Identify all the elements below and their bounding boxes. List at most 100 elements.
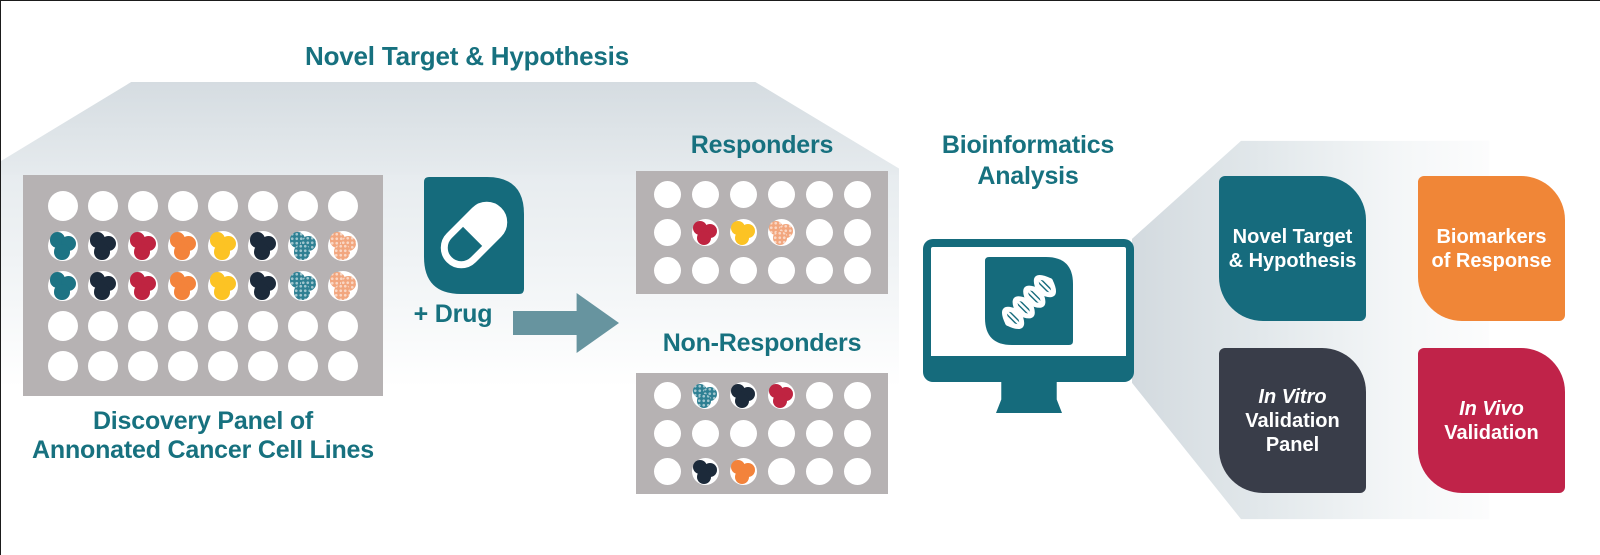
well-empty — [48, 310, 78, 341]
well-empty — [805, 257, 833, 284]
pill-capsule-icon — [424, 177, 524, 299]
bioinformatics-label: Bioinformatics Analysis — [919, 130, 1137, 192]
computer-monitor-icon — [923, 239, 1134, 382]
tile-label-line: Biomarkers — [1436, 225, 1547, 248]
well-empty — [328, 310, 358, 341]
discovery-caption: Discovery Panel of Annonated Cancer Cell… — [23, 407, 383, 465]
cell-cluster — [692, 382, 719, 409]
non-responders-label: Non-Responders — [662, 329, 862, 357]
cell-cluster — [88, 231, 118, 261]
tile-label-line: Novel Target — [1232, 225, 1353, 248]
cell-cluster — [768, 219, 795, 246]
well-tealDot — [288, 270, 318, 301]
cell-cluster — [48, 271, 78, 301]
well-empty — [767, 420, 795, 447]
plate-row — [636, 453, 888, 491]
well-empty — [729, 257, 757, 284]
cell — [214, 244, 230, 260]
well-navy — [691, 458, 719, 485]
cell-cluster — [288, 271, 318, 301]
well-teal — [48, 230, 78, 261]
well-empty — [288, 310, 318, 341]
well-navy — [248, 230, 278, 261]
well-yellow — [208, 270, 238, 301]
plate-row — [23, 226, 383, 266]
cell — [54, 284, 70, 300]
cell-cluster — [168, 271, 198, 301]
plate-row — [636, 214, 888, 252]
well-navy — [729, 382, 757, 409]
cell — [294, 284, 310, 300]
cell — [54, 244, 70, 260]
well-salmon — [328, 270, 358, 301]
well-empty — [843, 458, 871, 485]
cell — [134, 284, 150, 300]
tile-label-line: of Response — [1431, 249, 1552, 272]
well-empty — [208, 190, 238, 221]
cell — [174, 284, 190, 300]
cell-cluster — [692, 458, 719, 485]
cell-cluster — [730, 219, 757, 246]
well-tealDot — [691, 382, 719, 409]
well-empty — [128, 190, 158, 221]
cell — [94, 244, 110, 260]
well-empty — [843, 181, 871, 208]
dna-helix-icon — [984, 257, 1073, 345]
tile-label-line: Panel — [1265, 433, 1320, 456]
cell-cluster — [208, 271, 238, 301]
well-empty — [805, 181, 833, 208]
well-empty — [843, 257, 871, 284]
well-navy — [88, 230, 118, 261]
responders-plate — [636, 171, 888, 294]
cell — [254, 244, 270, 260]
well-empty — [805, 458, 833, 485]
cell-cluster — [768, 382, 795, 409]
well-empty — [691, 420, 719, 447]
well-empty — [653, 382, 681, 409]
well-empty — [843, 219, 871, 246]
cell — [735, 470, 750, 485]
well-empty — [805, 219, 833, 246]
cell — [735, 231, 750, 246]
well-red — [767, 382, 795, 409]
cell-cluster — [128, 231, 158, 261]
well-empty — [805, 420, 833, 447]
plate-row — [636, 252, 888, 290]
bioinformatics-label-line1: Bioinformatics — [941, 131, 1115, 159]
well-red — [128, 230, 158, 261]
cell — [773, 231, 788, 246]
well-empty — [729, 181, 757, 208]
plate-row — [23, 186, 383, 226]
tile-label-line: In Vivo — [1459, 397, 1524, 420]
well-orange — [168, 230, 198, 261]
well-empty — [128, 310, 158, 341]
cell — [735, 394, 750, 409]
bioinformatics-label-line2: Analysis — [977, 162, 1079, 190]
cell — [174, 244, 190, 260]
well-empty — [88, 190, 118, 221]
well-red — [691, 219, 719, 246]
cell-cluster — [328, 271, 358, 301]
cell — [254, 284, 270, 300]
well-empty — [767, 257, 795, 284]
well-empty — [48, 190, 78, 221]
well-empty — [248, 350, 278, 381]
cell-cluster — [328, 231, 358, 261]
well-salmon — [328, 230, 358, 261]
well-salmon — [767, 219, 795, 246]
well-empty — [653, 458, 681, 485]
monitor-stand — [996, 381, 1062, 413]
cell-cluster — [168, 231, 198, 261]
cell — [334, 244, 350, 260]
cell-cluster — [48, 231, 78, 261]
cell-cluster — [288, 231, 318, 261]
well-empty — [328, 190, 358, 221]
well-empty — [88, 310, 118, 341]
well-empty — [248, 190, 278, 221]
cell-cluster — [248, 271, 278, 301]
well-navy — [88, 270, 118, 301]
well-empty — [653, 257, 681, 284]
cell — [697, 394, 712, 409]
